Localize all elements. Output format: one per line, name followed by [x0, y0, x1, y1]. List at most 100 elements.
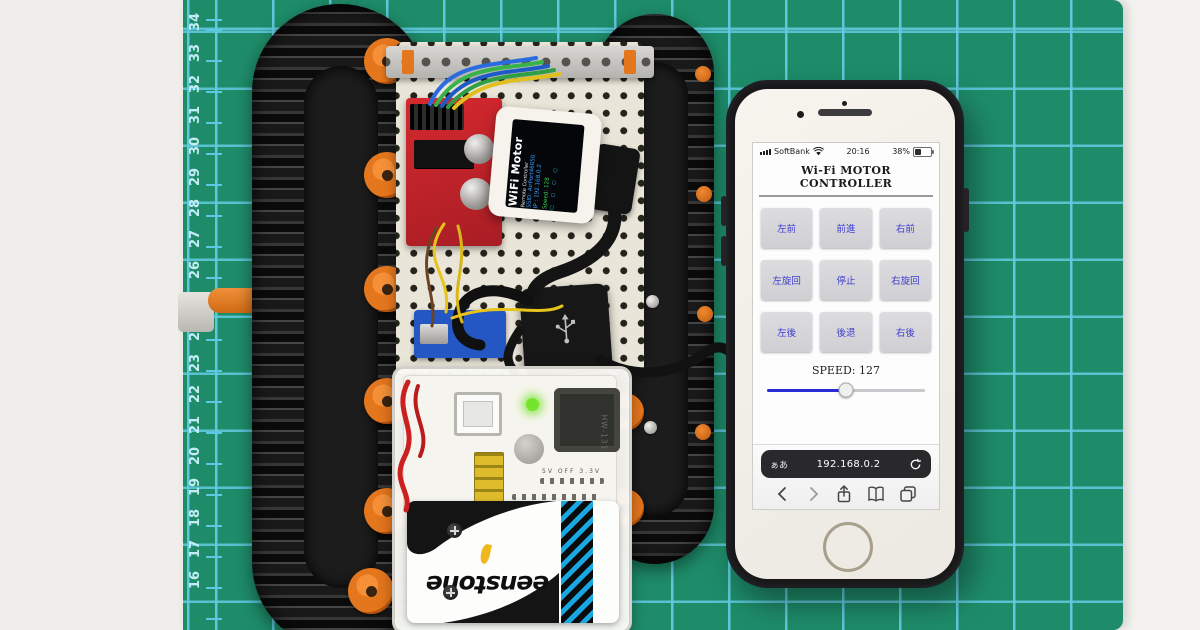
ruler-number: 28 [188, 198, 203, 218]
volume-button [721, 236, 727, 266]
ruler-number: 29 [188, 167, 203, 187]
pin-header [410, 104, 464, 130]
ruler-number: 17 [188, 539, 203, 559]
oled-content: WiFi Motor Remote Controller SSID: AirPo… [506, 120, 583, 212]
standoff-screw [644, 421, 657, 434]
home-button [823, 522, 873, 572]
usb-b-connector [454, 392, 502, 436]
ruler-number: 30 [188, 136, 203, 156]
motor-driver-board [406, 98, 502, 246]
safari-bottom-bar: ぁあ 192.168.0.2 [753, 444, 939, 509]
aluminum-beam [386, 46, 654, 78]
ruler-number: 34 [188, 12, 203, 32]
btn-backward[interactable]: 後退 [820, 311, 872, 352]
standoff-screw [646, 295, 659, 308]
ruler-number: 20 [188, 446, 203, 466]
btn-forward[interactable]: 前進 [820, 207, 872, 248]
status-battery-fill [914, 148, 922, 155]
oled-display: WiFi Motor Remote Controller SSID: AirPo… [505, 119, 585, 213]
ruler-number: 27 [188, 229, 203, 249]
power-led [526, 398, 539, 411]
btn-right-forward[interactable]: 右前 [879, 207, 931, 248]
battery-swoosh [407, 501, 559, 623]
board-model-label: HW-131 [599, 414, 609, 451]
phone: SoftBank 20:16 38% Wi-Fi MOTOR CONTROLLE… [735, 89, 955, 579]
control-grid: 左前 前進 右前 左旋回 停止 右旋回 左後 後退 右後 [761, 207, 931, 352]
battery-percent-label: 38% [892, 147, 910, 156]
tabs-icon[interactable] [898, 484, 918, 504]
orange-spacer [402, 50, 414, 74]
clock: 20:16 [846, 147, 870, 156]
metal-disc [514, 434, 544, 464]
btn-rotate-left[interactable]: 左旋回 [761, 259, 813, 300]
reload-icon[interactable] [909, 458, 922, 471]
ruler-number: 21 [188, 415, 203, 435]
power-module-box: 5V OFF 3.3V HW-131 eenstone [392, 366, 632, 630]
ruler-number: 31 [188, 105, 203, 125]
sprocket-tooth [695, 424, 711, 440]
back-icon[interactable] [774, 484, 792, 504]
forward-icon[interactable] [804, 484, 822, 504]
earpiece-speaker [818, 109, 872, 116]
battery-screw [443, 585, 458, 600]
barrel-jack [554, 388, 620, 452]
speed-label: SPEED: 127 [811, 363, 880, 377]
share-icon[interactable] [834, 484, 854, 504]
speed-slider[interactable] [767, 382, 925, 398]
pin-labels: 5V OFF 3.3V [542, 468, 602, 475]
wifi-motor-module: WiFi Motor Remote Controller SSID: AirPo… [487, 105, 603, 225]
safari-toolbar [761, 478, 931, 505]
mat-ruler-ticks [206, 0, 222, 630]
carrier-label: SoftBank [774, 147, 810, 156]
power-button [963, 188, 969, 232]
wifi-icon [812, 147, 824, 156]
sprocket-tooth [697, 306, 713, 322]
sprocket-tooth [695, 66, 711, 82]
speed-slider-thumb[interactable] [838, 382, 854, 397]
ruler-number: 19 [188, 477, 203, 497]
capacitor [460, 178, 492, 210]
track-wheel [348, 568, 394, 614]
url-text: 192.168.0.2 [816, 458, 881, 470]
usb-connector [420, 324, 448, 344]
battery-blue-band [561, 501, 593, 623]
battery: eenstone [407, 501, 619, 623]
sprocket-tooth [696, 186, 712, 202]
front-camera-icon [797, 111, 804, 118]
url-bar[interactable]: ぁあ 192.168.0.2 [761, 450, 931, 478]
status-right: 38% [892, 146, 934, 157]
ruler-number: 22 [188, 384, 203, 404]
btn-rotate-right[interactable]: 右旋回 [879, 259, 931, 300]
bookmarks-icon[interactable] [866, 484, 886, 504]
status-bar: SoftBank 20:16 38% [753, 143, 939, 159]
phone-case: SoftBank 20:16 38% Wi-Fi MOTOR CONTROLLE… [721, 80, 969, 588]
btn-left-back[interactable]: 左後 [761, 311, 813, 352]
usb-trident-icon [555, 314, 576, 344]
usb-power-adapter [519, 283, 613, 377]
title-divider [759, 195, 933, 197]
battery-icon [912, 146, 934, 157]
btn-left-forward[interactable]: 左前 [761, 207, 813, 248]
signal-icon [760, 148, 771, 155]
pin-row [512, 494, 600, 500]
reader-mode-button[interactable]: ぁあ [770, 460, 789, 471]
ruler-number: 16 [188, 570, 203, 590]
ruler-number: 26 [188, 260, 203, 280]
btn-right-back[interactable]: 右後 [879, 311, 931, 352]
ruler-number: 18 [188, 508, 203, 528]
brand-logo-mark [479, 543, 493, 565]
orange-spacer [624, 50, 636, 74]
page-title: Wi-Fi MOTOR CONTROLLER [799, 164, 893, 190]
phone-screen: SoftBank 20:16 38% Wi-Fi MOTOR CONTROLLE… [752, 142, 940, 510]
pin-row [540, 478, 604, 484]
ruler-number: 32 [188, 74, 203, 94]
power-module-pcb: 5V OFF 3.3V HW-131 [403, 375, 620, 514]
speed-slider-fill [767, 388, 846, 392]
battery-screw [447, 523, 462, 538]
btn-stop[interactable]: 停止 [820, 259, 872, 300]
status-left: SoftBank [760, 147, 824, 156]
sensor-dot [842, 101, 847, 106]
ruler-number: 23 [188, 353, 203, 373]
ruler-number: 33 [188, 43, 203, 63]
